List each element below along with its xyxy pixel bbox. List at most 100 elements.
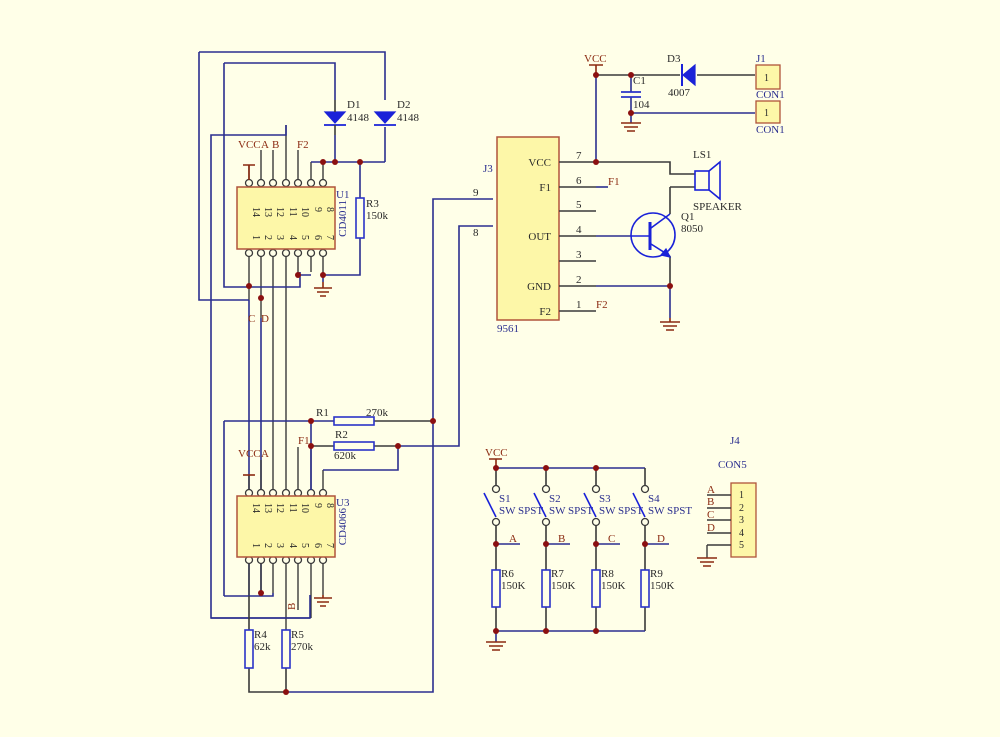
- j3-pin-9: 9: [473, 187, 479, 199]
- u3-net-f1: F1: [298, 435, 310, 447]
- diode-d2[interactable]: D2 4148: [373, 99, 420, 126]
- r4-designator: R4: [254, 629, 267, 641]
- j1-pin: 1: [764, 73, 769, 84]
- j3-designator: J3: [483, 163, 493, 175]
- resistor-r5[interactable]: R5 270k: [281, 629, 314, 669]
- r7-designator: R7: [551, 568, 564, 580]
- j4-pin-5: 5: [739, 540, 744, 551]
- connector-j1[interactable]: 1 J1 CON1: [755, 53, 785, 101]
- switch-s3[interactable]: S3 SW SPST: [583, 484, 643, 527]
- j3-pin-name-vcc: VCC: [528, 157, 551, 169]
- vcc-top-label: VCC: [584, 53, 607, 65]
- resistor-r2[interactable]: R2 620k: [333, 429, 375, 462]
- switch-net-c: C: [608, 533, 615, 545]
- u3-pin-4: 4: [287, 543, 298, 548]
- resistor-r7[interactable]: R7 150K: [541, 568, 576, 608]
- u1-net-b: B: [272, 139, 279, 151]
- j3-net-f2: F2: [596, 299, 608, 311]
- u1-ground-icon: [314, 282, 332, 297]
- resistor-r4[interactable]: R4 62k: [244, 629, 271, 669]
- u3-pin-8: 8: [324, 503, 335, 508]
- u1-pin-6: 6: [312, 235, 323, 240]
- resistor-r1[interactable]: R1 270k: [316, 407, 389, 426]
- j3-net-f1: F1: [608, 176, 620, 188]
- r1-value: 270k: [366, 407, 389, 419]
- u1-cd4011[interactable]: 14 13 12 11 10 9 8 1 2 3 4 5 6 7 U1 CD40…: [236, 125, 349, 420]
- j3-pin-7: 7: [576, 150, 582, 162]
- j4-ground-icon: [697, 557, 717, 567]
- u1-net-a: A: [261, 139, 269, 151]
- r9-designator: R9: [650, 568, 663, 580]
- s4-designator: S4: [648, 493, 660, 505]
- u3-junctions: [258, 418, 436, 695]
- resistor-r6[interactable]: R6 150K: [491, 568, 526, 608]
- u3-pin-2: 2: [262, 543, 273, 548]
- u3-designator: U3: [336, 497, 350, 509]
- u3-pin-9: 9: [312, 503, 323, 508]
- u1-pin-2: 2: [262, 235, 273, 240]
- j3-pin-name-gnd: GND: [527, 281, 551, 293]
- diode-d3[interactable]: D3 4007: [667, 53, 696, 99]
- diode-d1[interactable]: D1 4148: [323, 99, 370, 135]
- u3-wiring: [211, 198, 493, 693]
- u1-pin-12: 12: [274, 207, 285, 217]
- capacitor-c1[interactable]: C1 104: [621, 75, 650, 111]
- j1-designator: J1: [756, 53, 766, 65]
- switch-net-a: A: [509, 533, 517, 545]
- r8-value: 150K: [601, 580, 626, 592]
- switch-s2[interactable]: S2 SW SPST: [533, 484, 593, 527]
- d1-value: 4148: [347, 112, 370, 124]
- q1-value: 8050: [681, 223, 704, 235]
- u3-net-b: B: [286, 603, 298, 610]
- j3-pin-2: 2: [576, 274, 582, 286]
- resistor-r3[interactable]: R3 150k: [355, 197, 389, 239]
- r2-value: 620k: [334, 450, 357, 462]
- switch-s4[interactable]: S4 SW SPST: [632, 484, 692, 527]
- j4-part: CON5: [718, 459, 747, 471]
- j3-pin-6: 6: [576, 175, 582, 187]
- c1-ground-icon: [621, 122, 641, 132]
- q1-designator: Q1: [681, 211, 694, 223]
- j3-9561[interactable]: J3 9561 9 8 VCC F1 OUT GND F2 7 6 5 4 3 …: [473, 136, 596, 335]
- j3-pin-4: 4: [576, 224, 582, 236]
- r7-value: 150K: [551, 580, 576, 592]
- connector-j4[interactable]: J4 CON5 1 2 3 4 5 A B C D: [697, 435, 757, 567]
- switch-s1[interactable]: S1 SW SPST: [483, 484, 543, 527]
- u1-designator: U1: [336, 189, 349, 201]
- u1-pin-11: 11: [287, 207, 298, 217]
- resistor-r9[interactable]: R9 150K: [640, 568, 675, 608]
- ls1-value: SPEAKER: [693, 201, 743, 213]
- u3-pin-13: 13: [262, 503, 273, 513]
- j3-part: 9561: [497, 323, 519, 335]
- resistor-r8[interactable]: R8 150K: [591, 568, 626, 608]
- u3-body: [236, 495, 336, 558]
- switch-ground-icon: [486, 641, 506, 651]
- s2-value: SW SPST: [549, 505, 593, 517]
- u3-pin-6: 6: [312, 543, 323, 548]
- switch-net-labels: A B C D: [509, 533, 665, 545]
- speaker-ls1[interactable]: LS1 SPEAKER: [693, 149, 743, 213]
- j3-pin-name-f2: F2: [539, 306, 551, 318]
- u3-cd4066[interactable]: 14 13 12 11 10 9 8 1 2 3 4 5 6 7 U3 CD40…: [236, 420, 350, 630]
- r9-value: 150K: [650, 580, 675, 592]
- u3-pin-10: 10: [299, 503, 310, 513]
- j3-pin-name-f1: F1: [539, 182, 551, 194]
- transistor-q1[interactable]: Q1 8050: [630, 211, 704, 258]
- j3-wiring: [595, 75, 695, 318]
- c1-value: 104: [633, 99, 650, 111]
- u3-pin-12: 12: [274, 503, 285, 513]
- u3-pin-7: 7: [324, 543, 335, 548]
- s3-designator: S3: [599, 493, 611, 505]
- j4-pin-2: 2: [739, 503, 744, 514]
- connector-j2[interactable]: 1 CON1: [755, 100, 785, 136]
- u3-pin-14: 14: [250, 503, 261, 513]
- u1-pin-9: 9: [312, 207, 323, 212]
- d2-designator: D2: [397, 99, 410, 111]
- u1-pin-14: 14: [250, 207, 261, 217]
- switch-bank-wiring: VCC: [485, 447, 669, 642]
- u1-pin-8: 8: [324, 207, 335, 212]
- j1-part: CON1: [756, 89, 785, 101]
- power-junctions: [593, 72, 634, 116]
- u1-top-labels: VCC A B F2: [238, 139, 309, 180]
- j4-net-c: C: [707, 509, 714, 521]
